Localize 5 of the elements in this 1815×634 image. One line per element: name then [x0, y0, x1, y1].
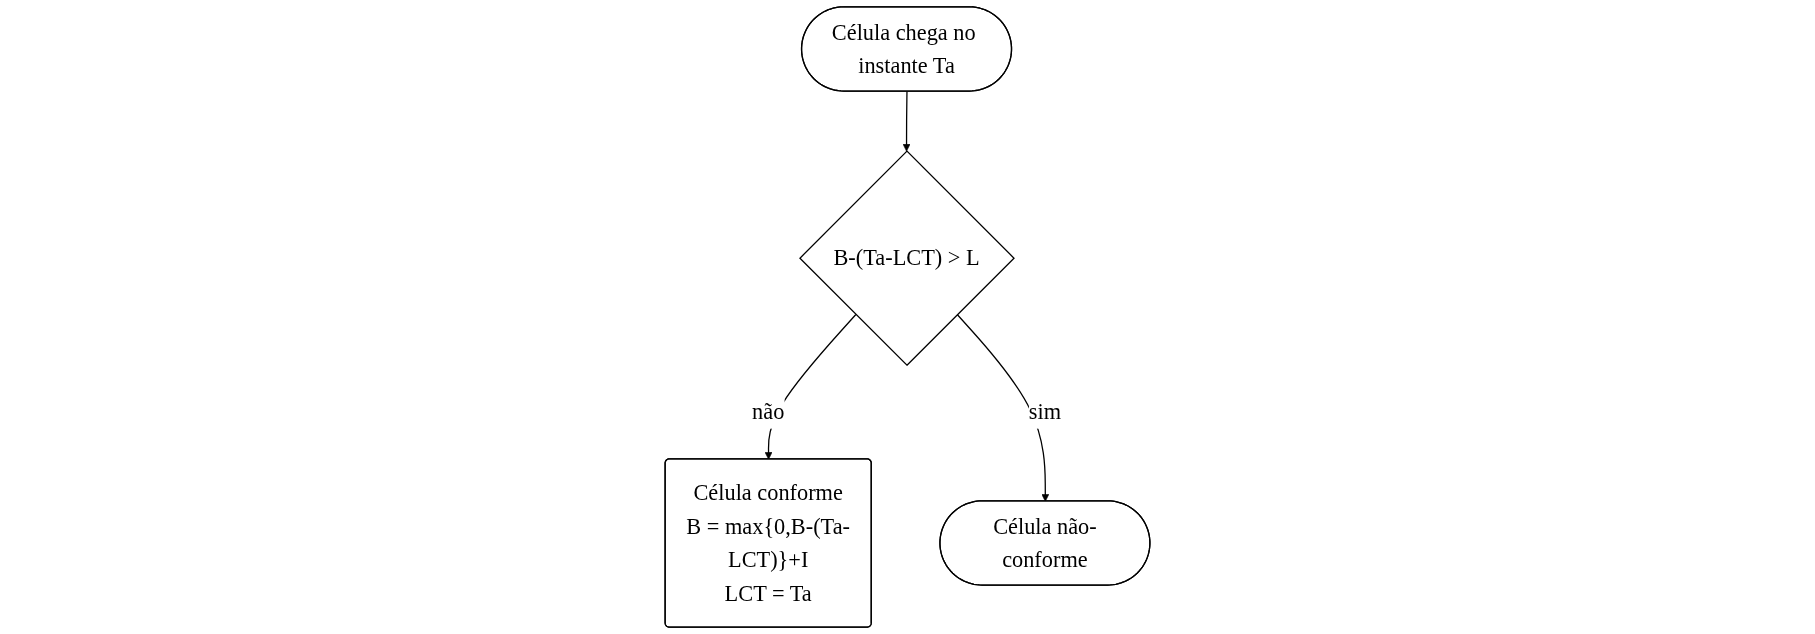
edge-label: não — [752, 399, 785, 425]
edge-label: sim — [1028, 399, 1062, 425]
node-diamond: B-(Ta-LCT) > L — [799, 150, 1015, 367]
arrow — [902, 90, 911, 152]
arrow — [956, 313, 1050, 502]
